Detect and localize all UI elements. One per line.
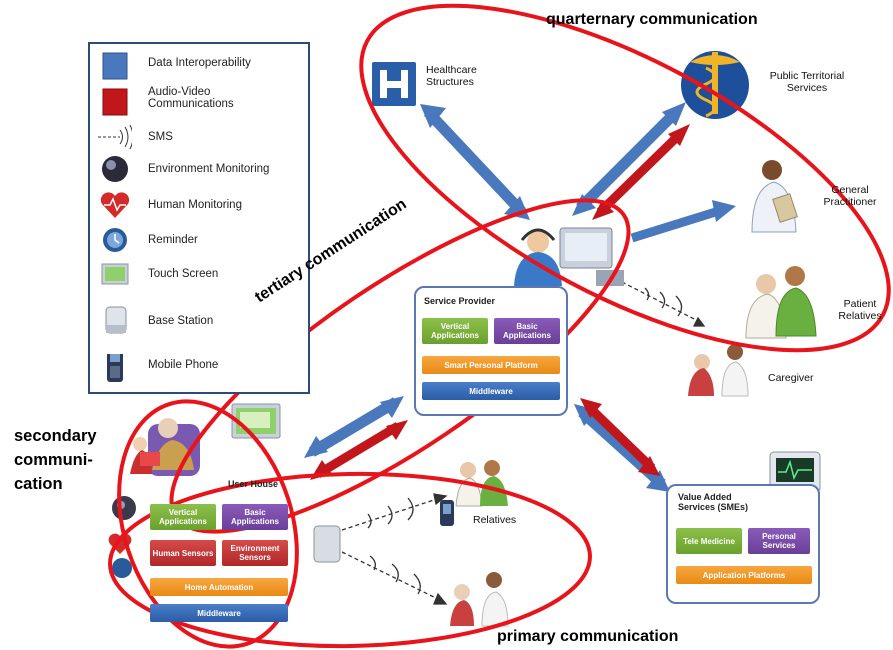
legend-item-av-communications: Audio-Video Communications [96, 86, 306, 118]
caregiver-label: Caregiver [768, 372, 814, 384]
operator-figure [514, 227, 624, 286]
va-application-platforms: Application Platforms [676, 566, 812, 584]
va-personal-services: Personal Services [748, 528, 810, 554]
uh-human-sensors: Human Sensors [150, 540, 216, 566]
doctor-figure [751, 160, 798, 233]
secondary-ring [117, 399, 299, 649]
va-tele-medicine: Tele Medicine [676, 528, 742, 554]
sp-vertical-applications: Vertical Applications [422, 318, 488, 344]
red-square-icon [98, 88, 132, 118]
user-house-title: User House [228, 479, 279, 489]
arrow-provider-gp [630, 205, 724, 243]
service-provider-box: Service Provider Vertical Applications B… [414, 286, 568, 416]
legend-item-mobile-phone: Mobile Phone [96, 346, 306, 384]
sensor-sphere-icon [98, 154, 132, 184]
patient-relatives-label: Patient Relatives [838, 298, 882, 322]
hospital-icon [372, 62, 416, 106]
caregiver-figure [688, 344, 749, 397]
primary-ring [108, 471, 592, 649]
heart-icon [98, 190, 132, 220]
quarternary-label: quarternary communication [546, 11, 758, 28]
base-station-icon [98, 305, 132, 335]
general-practitioner-label: General Practitioner [823, 184, 877, 208]
relatives-label: Relatives [473, 514, 517, 526]
healthcare-label: Healthcare Structures [426, 64, 477, 88]
sp-basic-applications: Basic Applications [494, 318, 560, 344]
uh-basic-applications: Basic Applications [222, 504, 288, 530]
sms-waves-icon [98, 122, 134, 152]
uh-vertical-applications: Vertical Applications [150, 504, 216, 530]
value-added-title: Value Added Services (SMEs) [678, 492, 749, 512]
uh-middleware: Middleware [150, 604, 288, 622]
legend-item-environment-monitoring: Environment Monitoring [96, 154, 306, 184]
sp-middleware: Middleware [422, 382, 560, 400]
primary-label: primary communication [497, 628, 679, 645]
uh-home-automation: Home Automation [150, 578, 288, 596]
uh-environment-sensors: Environment Sensors [222, 540, 288, 566]
arrow-healthcare-provider [423, 108, 527, 216]
sms-signals [341, 281, 706, 605]
legend-item-sms: SMS [96, 122, 306, 152]
home-care-figure [450, 572, 509, 627]
legend-item-data-interoperability: Data Interoperability [96, 52, 306, 82]
av-arrow-house-provider [315, 422, 401, 478]
patient-relatives-figure [745, 266, 817, 339]
legend-item-touch-screen: Touch Screen [96, 260, 306, 290]
av-arrow-provider-public [596, 130, 684, 216]
secondary-label: secondary communi- cation [14, 427, 97, 493]
legend-item-base-station: Base Station [96, 305, 306, 335]
legend-item-human-monitoring: Human Monitoring [96, 190, 306, 220]
av-arrow-provider-sme [584, 402, 656, 472]
sp-smart-personal-platform: Smart Personal Platform [422, 356, 560, 374]
service-provider-title: Service Provider [424, 296, 496, 306]
value-added-box: Value Added Services (SMEs) Tele Medicin… [666, 484, 820, 604]
blue-square-icon [98, 52, 132, 82]
arrow-provider-public [576, 108, 680, 212]
legend: Data Interoperability Audio-Video Commun… [88, 42, 310, 394]
mobile-phone-icon [98, 346, 132, 384]
av-arrows [310, 124, 690, 480]
quarternary-ring [359, 3, 891, 353]
legend-item-reminder: Reminder [96, 225, 306, 255]
arrow-house-provider [309, 397, 399, 457]
touch-screen-icon [98, 260, 132, 290]
clock-icon [98, 225, 132, 255]
public-services-label: Public Territorial Services [769, 70, 845, 94]
